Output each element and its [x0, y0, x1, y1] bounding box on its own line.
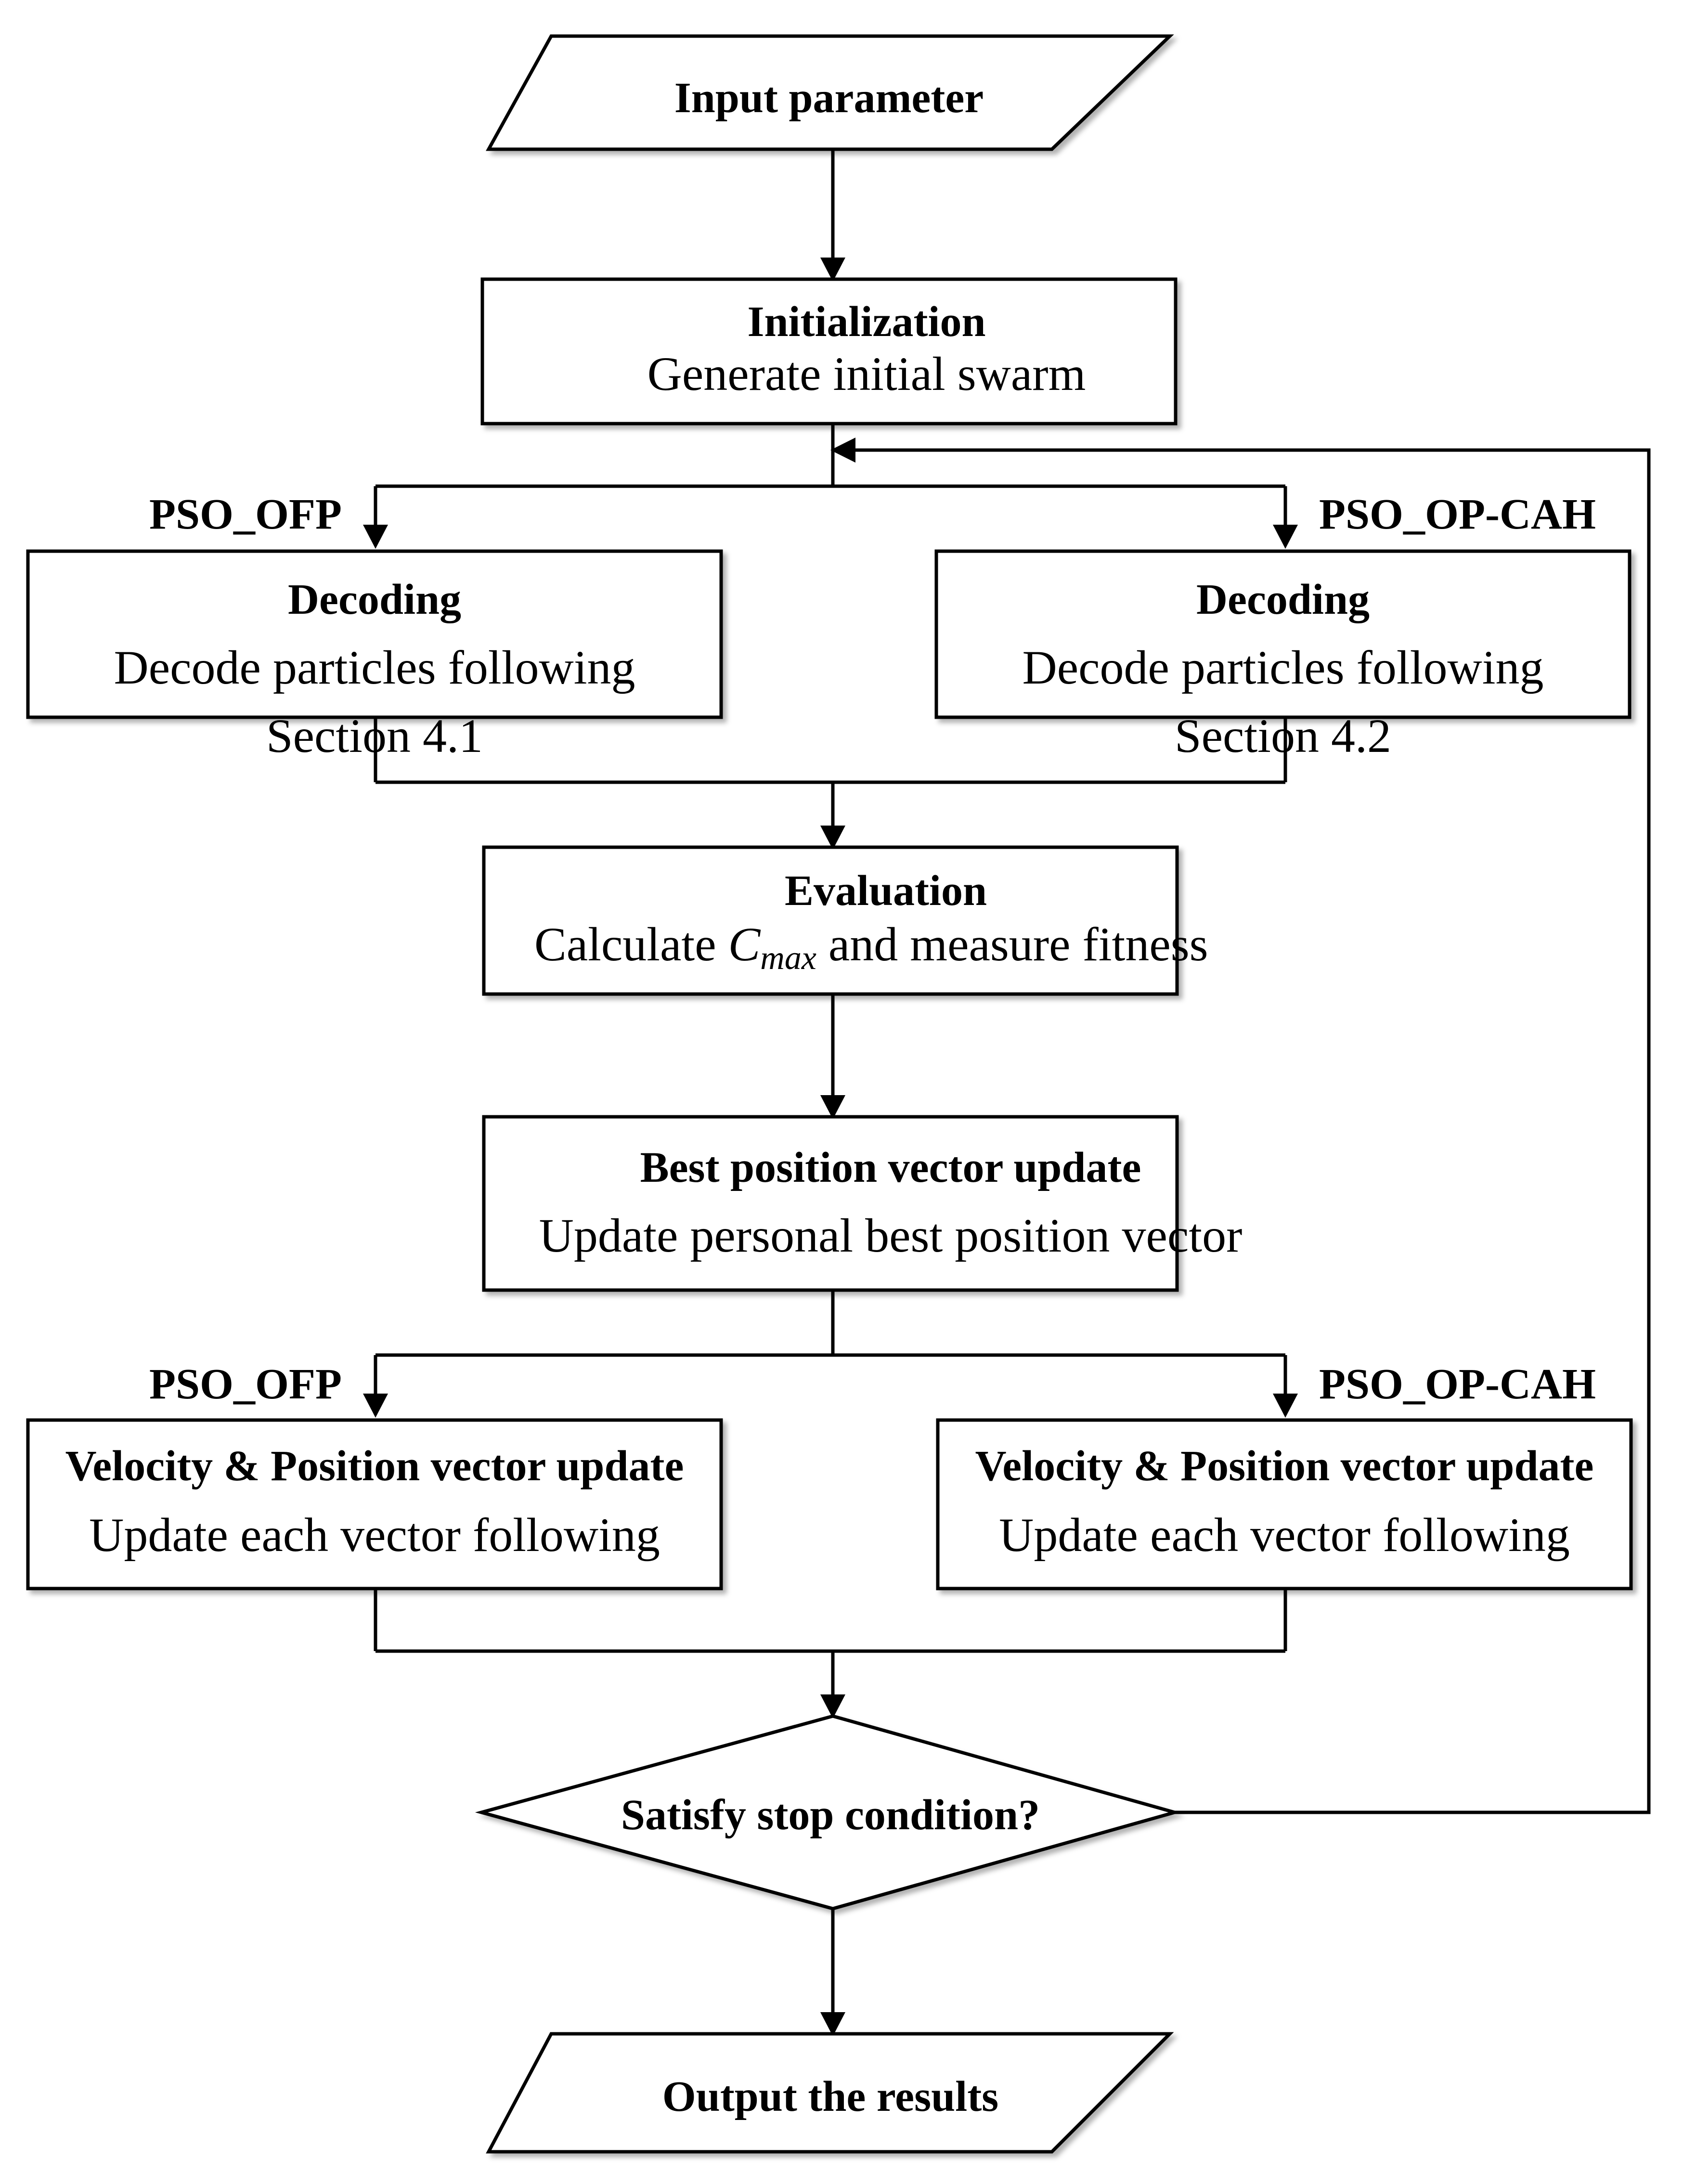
decode-right-line1: Decode particles following	[1023, 641, 1544, 694]
branch-right-label: PSO_OP-CAH	[1319, 491, 1596, 538]
branch2-right-label: PSO_OP-CAH	[1319, 1360, 1596, 1408]
best-title: Best position vector update	[640, 1144, 1141, 1191]
branch-left-label: PSO_OFP	[149, 491, 342, 538]
evaluation-title: Evaluation	[785, 867, 987, 915]
connectors	[363, 149, 1651, 2036]
best-text: Update personal best position vector	[539, 1209, 1243, 1262]
velocity-left-text: Update each vector following	[89, 1508, 660, 1562]
input-node: Input parameter	[486, 34, 1174, 151]
velocity-left-title: Velocity & Position vector update	[65, 1442, 684, 1490]
velocity-right-node: Velocity & Position vector update Update…	[936, 1418, 1633, 1590]
stop-decision-node: Satisfy stop condition?	[475, 1714, 1181, 1911]
cmax-base: C	[728, 918, 761, 971]
evaluation-node: Evaluation Calculate Cmax and measure fi…	[482, 845, 1208, 996]
decode-left-line2: Section 4.1	[266, 709, 483, 762]
evaluation-text-after: and measure fitness	[816, 918, 1208, 971]
velocity-right-title: Velocity & Position vector update	[975, 1442, 1594, 1490]
evaluation-text-before: Calculate	[534, 918, 728, 971]
decode-left-line1: Decode particles following	[114, 641, 635, 694]
decode-left-title: Decoding	[288, 576, 461, 623]
input-label: Input parameter	[674, 74, 984, 122]
decode-right-title: Decoding	[1196, 576, 1370, 623]
init-text: Generate initial swarm	[647, 347, 1086, 401]
best-node: Best position vector update Update perso…	[482, 1115, 1243, 1292]
init-title: Initialization	[747, 298, 985, 346]
decode-right-node: Decoding Decode particles following Sect…	[934, 549, 1631, 762]
init-node: Initialization Generate initial swarm	[480, 277, 1178, 426]
decode-left-node: Decoding Decode particles following Sect…	[26, 549, 723, 762]
output-label: Output the results	[662, 2073, 998, 2120]
stop-label: Satisfy stop condition?	[621, 1791, 1040, 1839]
decode-right-line2: Section 4.2	[1175, 709, 1391, 762]
evaluation-text: Calculate Cmax and measure fitness	[534, 918, 1208, 977]
output-node: Output the results	[486, 2032, 1174, 2154]
velocity-right-text: Update each vector following	[999, 1508, 1570, 1562]
velocity-left-node: Velocity & Position vector update Update…	[26, 1418, 723, 1590]
cmax-sub: max	[760, 940, 816, 977]
branch2-left-label: PSO_OFP	[149, 1360, 342, 1408]
